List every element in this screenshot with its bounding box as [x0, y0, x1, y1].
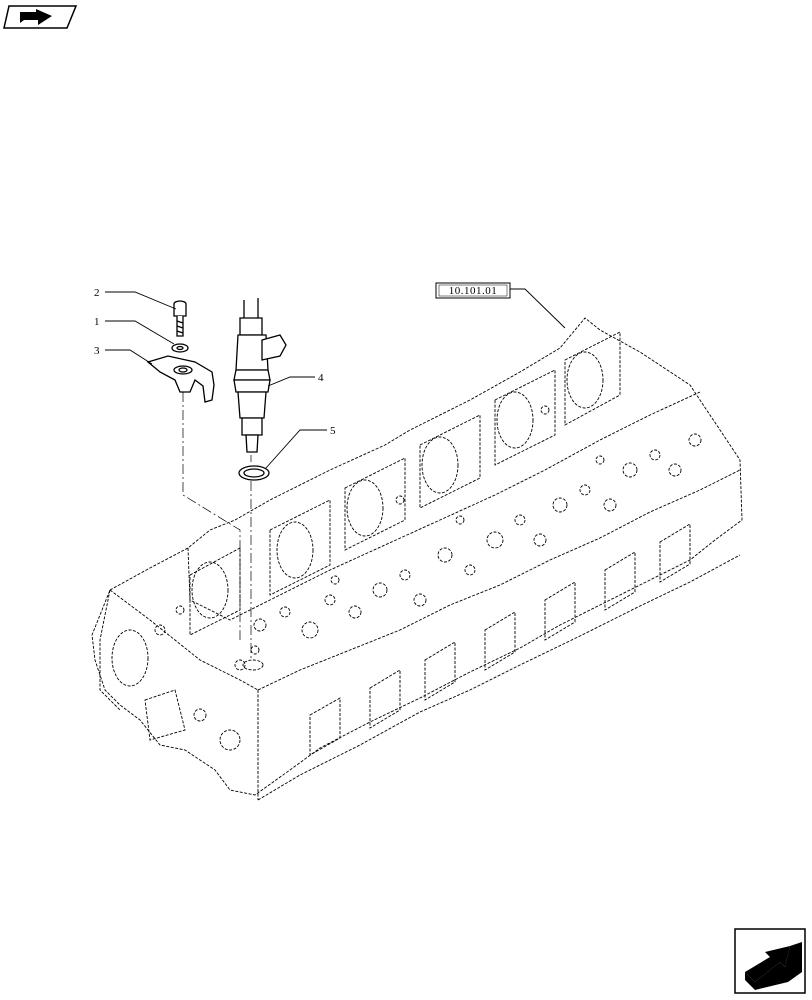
callout-1: 1 [94, 316, 100, 328]
clamp-part-3 [146, 355, 215, 403]
screw-part-2 [173, 300, 187, 337]
leader-lines [105, 288, 566, 469]
callout-4: 4 [318, 372, 324, 384]
cylinder-head [91, 317, 743, 801]
callout-5: 5 [330, 425, 336, 437]
seal-part-5 [238, 465, 270, 481]
next-page-arrow-icon[interactable] [734, 928, 806, 994]
washer-part-1 [171, 343, 189, 353]
assembly-lines [182, 392, 252, 660]
callout-3: 3 [94, 345, 100, 357]
reference-box[interactable]: 10.101.01 [435, 282, 511, 299]
prev-page-arrow-icon[interactable] [3, 5, 78, 29]
callout-2: 2 [94, 287, 100, 299]
injector-part-4 [233, 298, 287, 453]
reference-label: 10.101.01 [449, 285, 498, 297]
injector-assembly [146, 298, 287, 481]
